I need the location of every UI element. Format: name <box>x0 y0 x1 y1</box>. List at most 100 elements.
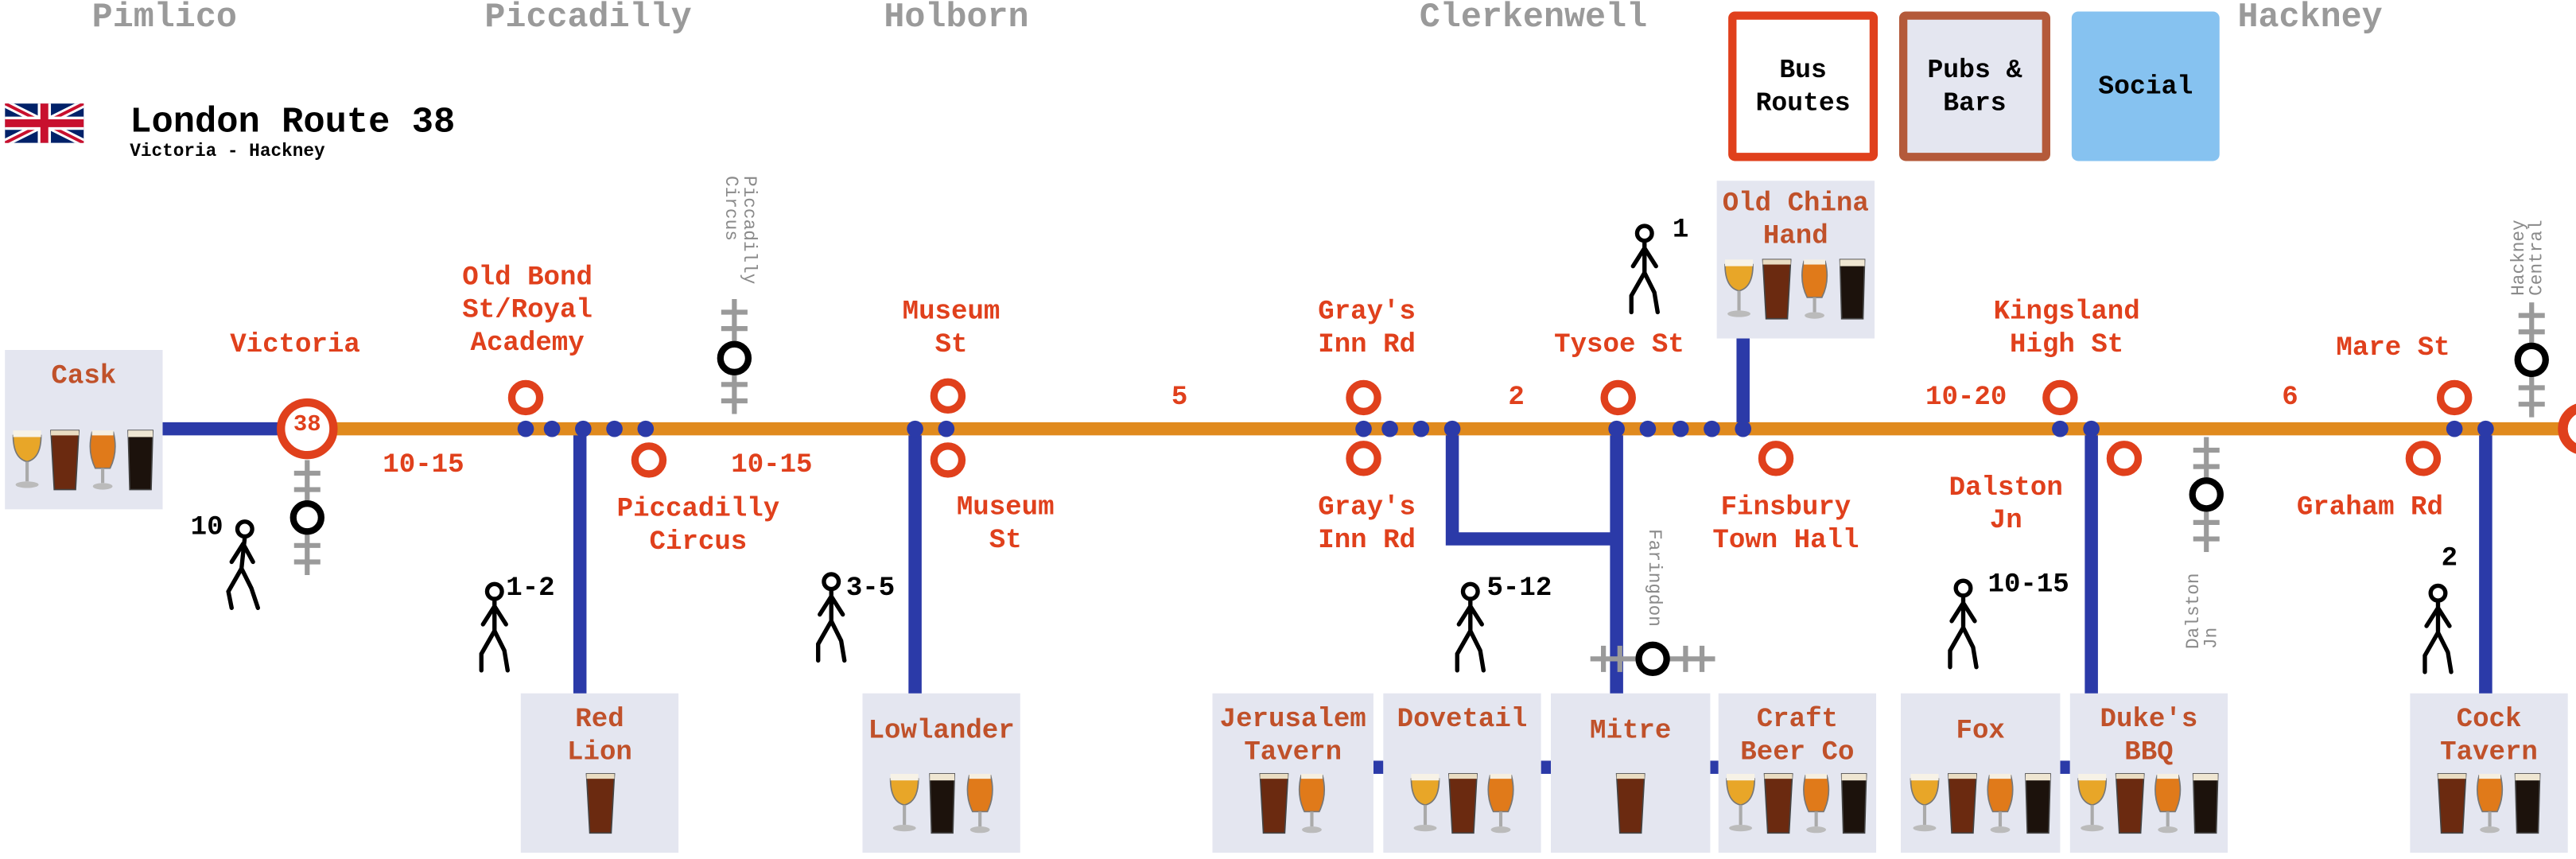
walk-time: 10 <box>190 511 223 542</box>
bus-frequency: 10-15 <box>731 448 813 480</box>
pub-name: Craft Beer Co <box>1740 703 1855 768</box>
page-subtitle: Victoria - Hackney <box>130 142 325 163</box>
pub-name: Mitre <box>1590 714 1672 746</box>
stop-label-graham: Graham Rd <box>2296 491 2443 523</box>
walk-time: 2 <box>2441 542 2458 573</box>
rail-station-icon <box>289 460 324 575</box>
beer-glass-icon <box>1839 258 1866 320</box>
rail-station-hackney-central[interactable] <box>2514 302 2550 426</box>
pub-card-craft-beer-co[interactable]: Craft Beer Co <box>1718 693 1877 853</box>
stop-label-mare: Mare St <box>2336 332 2450 363</box>
rail-station-icon <box>2514 302 2549 418</box>
walk-link-grays-inn <box>1445 429 1615 546</box>
rail-station-faringdon[interactable] <box>1590 641 1715 686</box>
beer-glasses <box>1212 769 1373 843</box>
stop-label-grays-inn-north: Gray's Inn Rd <box>1318 295 1416 360</box>
social-button[interactable]: Social <box>2071 11 2220 161</box>
walk-time: 1 <box>1672 213 1689 245</box>
pub-card-cask[interactable]: Cask <box>5 349 163 510</box>
beer-glass-icon <box>928 773 954 834</box>
rail-station-dalston[interactable] <box>2189 437 2224 560</box>
station-label-faringdon: Faringdon <box>1642 529 1663 627</box>
walking-person-icon <box>226 519 261 610</box>
beer-glass-icon <box>1298 773 1326 834</box>
area-holborn: Holborn <box>884 0 1029 38</box>
beer-glass-icon <box>2513 773 2540 834</box>
bus-frequency: 5 <box>1171 381 1188 413</box>
rail-station-icon <box>717 298 752 414</box>
stop-label-dalston: Dalston Jn <box>1949 471 2063 536</box>
pub-name: Red Lion <box>567 703 632 768</box>
beer-glasses <box>1551 769 1710 843</box>
beer-glass-icon <box>1726 773 1755 832</box>
stop-label-grays-inn-south: Gray's Inn Rd <box>1318 491 1416 556</box>
pubs-bars-button[interactable]: Pubs & Bars <box>1898 11 2050 161</box>
beer-glass-icon <box>1615 773 1645 834</box>
walking-person-icon <box>479 581 510 673</box>
beer-glass-icon <box>1909 773 1939 832</box>
pub-name: Cask <box>51 360 117 391</box>
beer-glasses <box>521 769 678 843</box>
pub-card-fox[interactable]: Fox <box>1901 693 2061 853</box>
pub-card-old-china-hand[interactable]: Old China Hand <box>1716 181 1875 339</box>
stop-label-tysoe: Tysoe St <box>1554 328 1684 360</box>
walk-time: 1-2 <box>506 571 555 604</box>
victoria-stop[interactable]: 38 <box>276 398 338 460</box>
beer-glasses <box>5 426 162 499</box>
bus-frequency: 6 <box>2282 381 2298 413</box>
beer-glass-icon <box>89 430 116 490</box>
beer-glass-icon <box>127 430 153 491</box>
beer-glass-icon <box>1763 773 1793 834</box>
beer-glass-icon <box>2024 773 2050 834</box>
pub-name: Jerusalem Tavern <box>1219 703 1366 768</box>
beer-glass-icon <box>2154 773 2182 834</box>
page-title: London Route 38 <box>130 102 456 143</box>
pub-card-dovetail[interactable]: Dovetail <box>1383 693 1541 853</box>
bus-routes-button[interactable]: Bus Routes <box>1728 11 1879 161</box>
rail-station-victoria[interactable] <box>289 460 325 583</box>
walk-time: 3-5 <box>845 571 896 604</box>
walking-person-icon <box>1629 223 1660 315</box>
bus-frequency: 10-15 <box>383 448 464 480</box>
pub-card-lowlander[interactable]: Lowlander <box>862 693 1020 853</box>
pub-card-red-lion[interactable]: Red Lion <box>520 693 679 853</box>
beer-glass-icon <box>2436 773 2466 834</box>
beer-glasses <box>1717 255 1875 328</box>
area-piccadilly: Piccadilly <box>484 0 692 38</box>
uk-flag-icon <box>5 103 84 143</box>
pub-name: Dovetail <box>1397 703 1528 735</box>
area-hackney: Hackney <box>2237 0 2383 38</box>
beer-glass-icon <box>1409 773 1440 832</box>
pub-card-jerusalem-tavern[interactable]: Jerusalem Tavern <box>1212 693 1373 853</box>
beer-glass-icon <box>1803 773 1830 834</box>
pub-name: Fox <box>1956 714 2005 746</box>
beer-glass-icon <box>888 773 919 832</box>
beer-glasses <box>862 769 1020 843</box>
beer-glasses <box>2410 769 2567 843</box>
walk-time: 10-15 <box>1987 568 2069 600</box>
station-label-dalston: Dalston Jn <box>2185 573 2223 649</box>
pub-name: Lowlander <box>868 714 1015 746</box>
pub-card-dukes-bbq[interactable]: Duke's BBQ <box>2069 693 2228 853</box>
beer-glass-icon <box>1259 773 1289 834</box>
stop-label-piccadilly-circus: Piccadilly Circus <box>616 492 780 558</box>
pub-name: Duke's BBQ <box>2100 703 2198 768</box>
pub-card-cock-tavern[interactable]: Cock Tavern <box>2410 693 2568 853</box>
beer-glass-icon <box>966 773 993 834</box>
pub-name: Old China Hand <box>1722 187 1869 252</box>
pub-card-mitre[interactable]: Mitre <box>1551 693 1711 853</box>
stop-label-kingsland: Kingsland High St <box>1993 295 2140 360</box>
bus-stop-icon <box>277 398 338 460</box>
bus-frequency: 10-20 <box>1925 381 2007 413</box>
area-pimlico: Pimlico <box>91 0 237 38</box>
beer-glass-icon <box>585 773 615 834</box>
bus-frequency: 2 <box>1508 381 1525 413</box>
beer-glass-icon <box>1762 258 1792 320</box>
beer-glass-icon <box>50 430 80 491</box>
walking-person-icon <box>1948 578 1979 670</box>
walking-person-icon <box>2423 583 2454 674</box>
stop-label-old-bond: Old Bond St/Royal Academy <box>462 261 593 359</box>
beer-glass-icon <box>12 430 42 488</box>
beer-glass-icon <box>1986 773 2013 834</box>
